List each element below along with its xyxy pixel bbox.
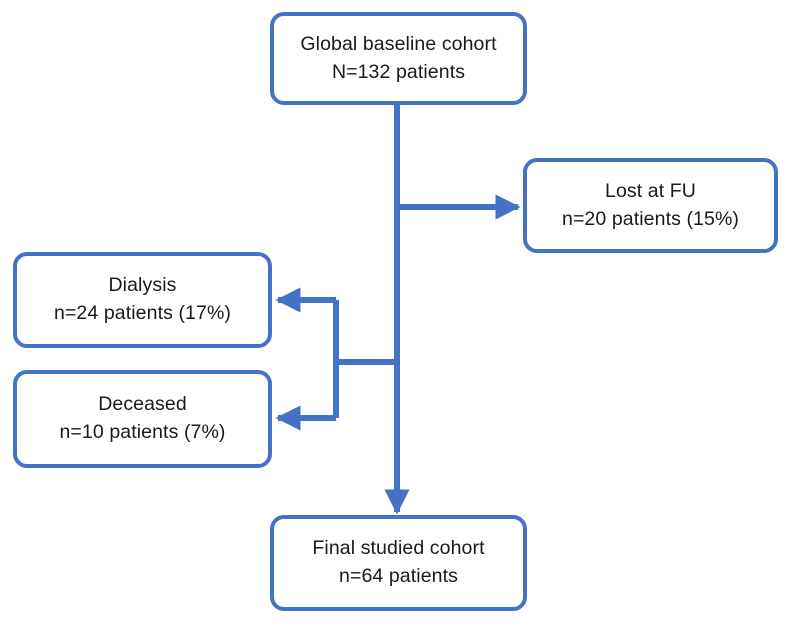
node-baseline-line1: Global baseline cohort <box>300 32 497 55</box>
node-dialysis-line2: n=24 patients (17%) <box>54 302 231 324</box>
node-deceased-line2: n=10 patients (7%) <box>59 421 226 443</box>
node-dialysis: Dialysis n=24 patients (17%) <box>13 252 272 348</box>
node-final-line2: n=64 patients <box>339 565 458 587</box>
node-lost-line2: n=20 patients (15%) <box>562 207 739 230</box>
node-dialysis-line1: Dialysis <box>108 274 177 297</box>
node-deceased-line1: Deceased <box>98 393 187 416</box>
node-global-baseline-cohort: Global baseline cohort N=132 patients <box>270 12 527 105</box>
node-final-line1: Final studied cohort <box>312 537 485 560</box>
node-lost-line1: Lost at FU <box>605 179 696 202</box>
node-baseline-line2: N=132 patients <box>331 60 466 83</box>
node-deceased: Deceased n=10 patients (7%) <box>13 370 272 468</box>
node-lost-at-fu: Lost at FU n=20 patients (15%) <box>523 158 778 253</box>
node-final-studied-cohort: Final studied cohort n=64 patients <box>270 515 527 611</box>
